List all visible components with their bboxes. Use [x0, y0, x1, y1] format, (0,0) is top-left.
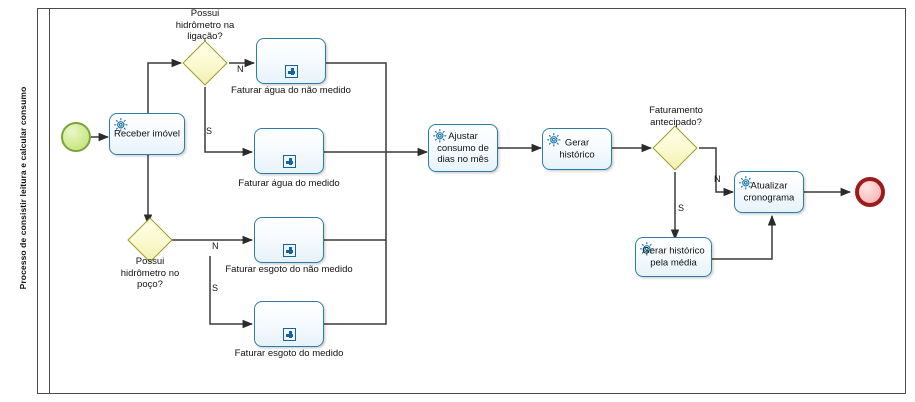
gear-icon [114, 118, 128, 132]
task-gerar-historico-label-line2: histórico [559, 149, 595, 160]
task-ajustar-consumo-label-line3: dias no mês [437, 153, 489, 165]
collapsed-subprocess-plus-icon[interactable] [283, 244, 296, 257]
task-atualizar-cronograma[interactable]: Atualizar cronograma [734, 171, 804, 213]
task-faturar-esgoto-nao-medido[interactable] [254, 217, 324, 263]
lane-header: Processo de consistir leitura e calcular… [6, 8, 38, 394]
gateway-poco-label-line1: Possui [135, 256, 165, 267]
task-gerar-historico-pela-media-label-line2: pela média [650, 257, 697, 268]
lane-title: Processo de consistir leitura e calcular… [18, 86, 28, 290]
task-receber-imovel[interactable]: Receber imóvel [109, 113, 185, 155]
task-faturar-agua-medido-label: Faturar água do medido [238, 178, 340, 189]
task-atualizar-cronograma-label: Atualizar cronograma [735, 181, 803, 204]
gear-icon [640, 242, 654, 256]
task-faturar-agua-nao-medido[interactable] [256, 38, 326, 84]
gear-icon [547, 133, 561, 147]
task-faturar-esgoto-medido[interactable] [254, 301, 324, 347]
flow-label-antecipado-n: N [714, 174, 721, 184]
gateway-ligacao-label-line2: hidrômetro na [175, 19, 235, 31]
task-ajustar-consumo[interactable]: Ajustar consumo de dias no mês [428, 124, 498, 172]
task-gerar-historico-label: Gerar histórico [543, 138, 611, 161]
collapsed-subprocess-plus-icon[interactable] [283, 155, 296, 168]
gear-icon [433, 129, 447, 143]
flow-label-ligacao-s: S [206, 126, 213, 136]
task-gerar-historico[interactable]: Gerar histórico [542, 128, 612, 170]
collapsed-subprocess-plus-icon[interactable] [283, 328, 296, 341]
task-faturar-agua-nao-medido-label: Faturar água do não medido [231, 85, 351, 96]
lane-divider [49, 8, 50, 394]
end-event[interactable] [855, 177, 885, 207]
task-atualizar-cronograma-label-line1: Atualizar [750, 180, 788, 192]
task-faturar-agua-medido[interactable] [254, 128, 324, 174]
task-faturar-esgoto-nao-medido-label: Faturar esgoto do não medido [225, 264, 353, 275]
gateway-poco-label: Possui hidrômetro no poço? [95, 256, 205, 291]
task-receber-imovel-label: Receber imóvel [114, 128, 180, 140]
gateway-antecipado-label-line1: Faturamento [649, 105, 703, 116]
gateway-antecipado-label-line2: antecipado? [650, 116, 702, 128]
task-faturar-esgoto-medido-label: Faturar esgoto do medido [234, 348, 344, 359]
task-ajustar-consumo-label: Ajustar consumo de dias no mês [429, 131, 497, 166]
collapsed-subprocess-plus-icon[interactable] [285, 65, 298, 78]
gateway-poco-label-line3: poço? [137, 279, 163, 290]
gateway-ligacao-label: Possui hidrômetro na ligação? [150, 8, 260, 43]
gateway-ligacao-label-line3: ligação? [187, 31, 223, 42]
flow-label-poco-s: S [212, 283, 219, 293]
task-atualizar-cronograma-label-line2: cronograma [743, 192, 795, 203]
gateway-ligacao-label-line1: Possui [190, 8, 220, 19]
task-gerar-historico-pela-media-label: Gerar histórico pela média [636, 246, 711, 269]
flow-label-ligacao-n: N [237, 64, 244, 74]
task-ajustar-consumo-label-line2: consumo de [437, 142, 489, 154]
gear-icon [739, 176, 753, 190]
flow-label-antecipado-s: S [678, 203, 685, 213]
task-ajustar-consumo-label-line1: Ajustar [448, 130, 478, 142]
task-gerar-historico-label-line1: Gerar [564, 137, 590, 149]
flow-label-poco-n: N [212, 241, 219, 251]
task-gerar-historico-pela-media[interactable]: Gerar histórico pela média [635, 237, 712, 277]
gateway-antecipado-label: Faturamento antecipado? [622, 105, 730, 128]
start-event[interactable] [61, 122, 91, 152]
gateway-poco-label-line2: hidrômetro no [120, 267, 180, 279]
task-gerar-historico-pela-media-label-line1: Gerar histórico [642, 245, 705, 257]
